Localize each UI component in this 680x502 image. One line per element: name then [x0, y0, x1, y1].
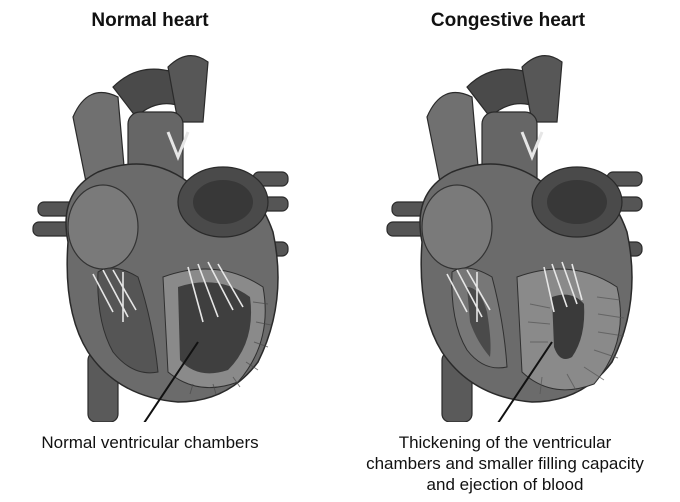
caption-line: and ejection of blood [330, 474, 680, 495]
congestive-heart-illustration [372, 42, 680, 422]
congestive-heart-title: Congestive heart [358, 10, 658, 32]
normal-heart-illustration [18, 42, 338, 422]
normal-heart-title: Normal heart [0, 10, 300, 32]
caption-line: chambers and smaller filling capacity [330, 453, 680, 474]
caption-line: Thickening of the ventricular [330, 432, 680, 453]
right-atrium [68, 185, 138, 269]
congestive-heart-caption: Thickening of the ventricular chambers a… [330, 432, 680, 495]
normal-heart-caption: Normal ventricular chambers [0, 432, 300, 453]
right-atrium [422, 185, 492, 269]
